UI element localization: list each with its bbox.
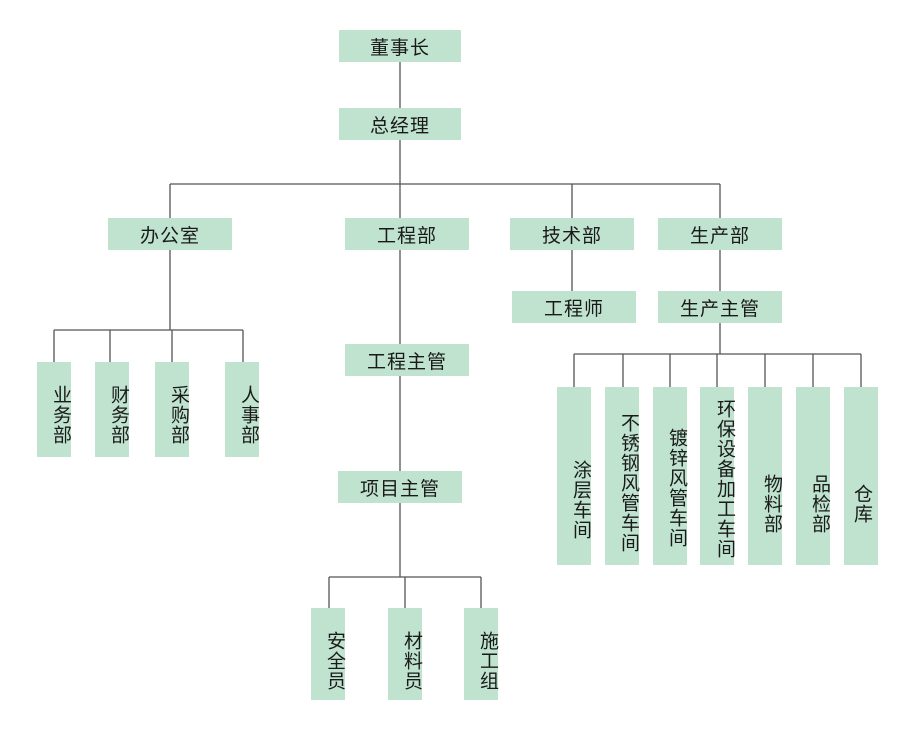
node-procurement-dept: 采购部 xyxy=(155,362,190,457)
node-hr-dept: 人事部 xyxy=(225,362,260,457)
node-chairman: 董事长 xyxy=(339,30,461,62)
node-construction-team: 施工组 xyxy=(464,608,499,700)
node-materials-dept: 物料部 xyxy=(748,387,783,565)
node-finance-dept: 财务部 xyxy=(95,362,130,457)
node-engineering-supervisor: 工程主管 xyxy=(345,344,469,376)
node-galvanized-duct-workshop: 镀锌风管车间 xyxy=(653,387,688,565)
node-engineering-dept: 工程部 xyxy=(345,218,469,250)
node-materials-officer: 材料员 xyxy=(388,608,423,700)
node-business-dept: 业务部 xyxy=(37,362,72,457)
node-tech-dept: 技术部 xyxy=(510,218,634,250)
node-safety-officer: 安全员 xyxy=(311,608,346,700)
node-stainless-duct-workshop: 不锈钢风管车间 xyxy=(605,387,640,565)
node-qc-dept: 品检部 xyxy=(796,387,831,565)
node-production-supervisor: 生产主管 xyxy=(658,291,782,323)
node-coating-workshop: 涂层车间 xyxy=(557,387,592,565)
node-project-supervisor: 项目主管 xyxy=(338,471,462,503)
node-engineer: 工程师 xyxy=(512,291,636,323)
node-warehouse: 仓库 xyxy=(844,387,878,565)
node-office: 办公室 xyxy=(108,218,232,250)
node-production-dept: 生产部 xyxy=(658,218,782,250)
node-env-equipment-workshop: 环保设备加工车间 xyxy=(700,387,736,565)
node-general-manager: 总经理 xyxy=(339,108,461,140)
